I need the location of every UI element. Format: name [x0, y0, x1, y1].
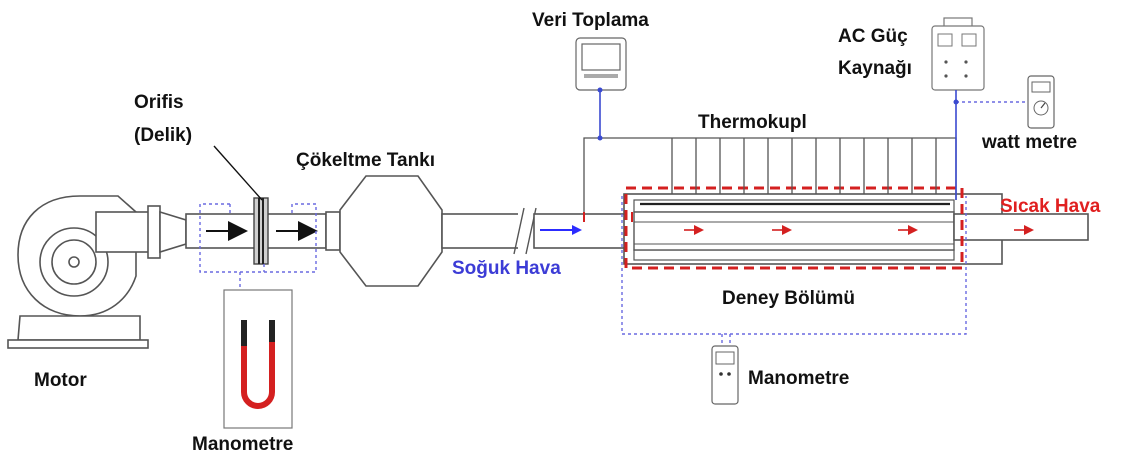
orifice-label-line1: Orifis — [134, 92, 184, 113]
data-acquisition-label: Veri Toplama — [532, 10, 649, 31]
orifice-plate — [253, 197, 269, 265]
wattmeter-label: watt metre — [981, 132, 1077, 153]
settling-tank — [325, 175, 523, 287]
hot-flow-arrows — [684, 225, 1034, 235]
test-section-pressure-taps — [621, 196, 967, 335]
manometer-right-label: Manometre — [748, 368, 849, 389]
manometer-left-label: Manometre — [192, 434, 293, 455]
cold-air-arrow — [572, 225, 582, 235]
power-supply-label-line1: AC Güç — [838, 26, 908, 47]
orifice-pressure-taps — [199, 203, 317, 290]
thermocouple-label: Thermokupl — [698, 112, 807, 133]
data-acquisition-device — [575, 37, 627, 141]
test-section-label: Deney Bölümü — [722, 288, 855, 309]
settling-tank-label: Çökeltme Tankı — [296, 150, 435, 171]
wattmeter — [1027, 75, 1055, 129]
orifice-label-line2: (Delik) — [134, 125, 192, 146]
u-tube-manometer — [223, 289, 293, 429]
test-section — [623, 193, 1089, 265]
motor-label: Motor — [34, 370, 87, 391]
hot-air-label: Sıcak Hava — [1000, 196, 1101, 217]
test-section-boundary — [624, 186, 964, 270]
digital-manometer — [711, 334, 739, 405]
ac-power-supply — [931, 17, 1031, 200]
cold-air-label: Soğuk Hava — [452, 258, 561, 279]
orifice-leader-line — [213, 145, 263, 201]
power-supply-label-line2: Kaynağı — [838, 58, 912, 79]
